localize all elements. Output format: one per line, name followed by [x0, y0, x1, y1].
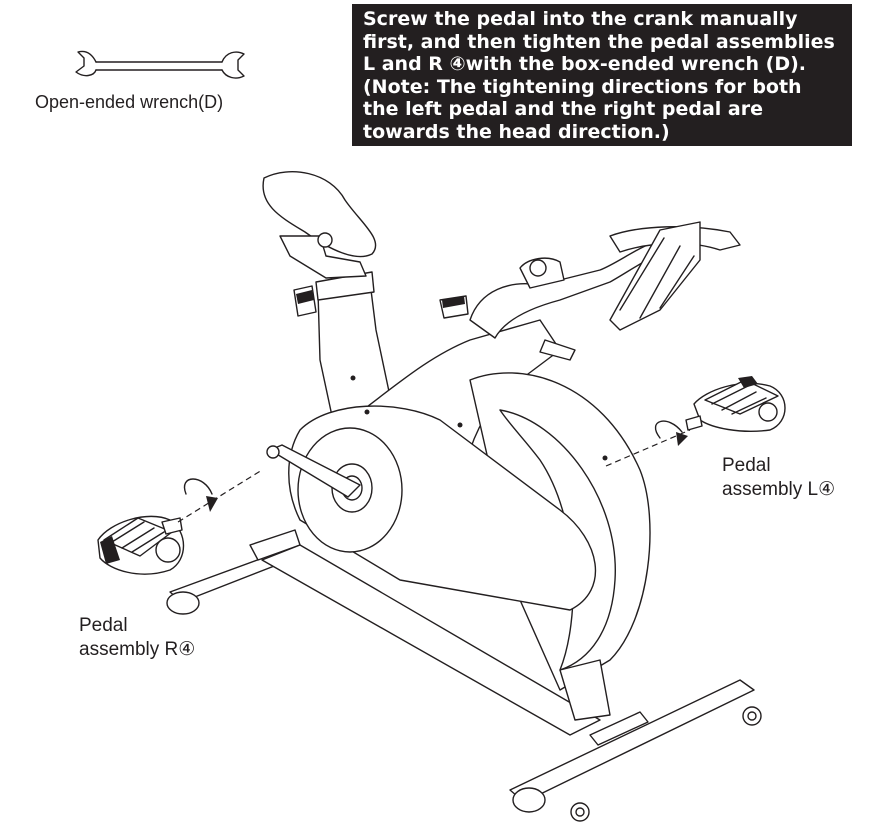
crank-pedal-hole	[266, 445, 280, 459]
open-ended-wrench-icon	[75, 50, 245, 79]
tool-label: Open-ended wrench(D)	[35, 92, 224, 112]
instruction-box: Screw the pedal into the crank manually …	[352, 4, 852, 146]
frame-bolts	[350, 375, 608, 461]
pedal-left-icon	[685, 376, 786, 432]
pedal-right-label-line2: assembly R④	[79, 639, 196, 660]
seat-adjust-knob	[293, 285, 317, 317]
instruction-line: towards the head direction.)	[363, 120, 670, 143]
instruction-line: first, and then tighten the pedal assemb…	[363, 30, 835, 53]
base-rail	[261, 544, 601, 736]
front-stabilizer	[509, 679, 762, 822]
insertion-line-left	[605, 429, 691, 467]
pedal-left-label-line2: assembly L④	[722, 479, 836, 500]
pedal-right-label-line1: Pedal	[79, 615, 128, 636]
rotation-arrow-left-icon	[654, 420, 688, 446]
pedal-left-label: Pedal assembly L④	[722, 454, 835, 502]
instruction-line: (Note: The tightening directions for bot…	[363, 75, 802, 98]
crank-arm	[269, 444, 361, 498]
instruction-line: L and R ④with the box-ended wrench (D).	[363, 53, 807, 75]
instruction-line: Screw the pedal into the crank manually	[363, 8, 798, 30]
pedal-right-label: Pedal assembly R④	[79, 614, 195, 662]
instruction-line: the left pedal and the right pedal are	[363, 98, 764, 120]
pedal-left-label-line1: Pedal	[722, 455, 771, 476]
handlebar-adjust-knob	[439, 295, 469, 319]
rear-stabilizer	[166, 529, 301, 615]
rotation-arrow-right-icon	[183, 478, 218, 512]
insertion-line-right	[177, 469, 263, 523]
saddle	[262, 171, 377, 279]
pedal-right-icon	[97, 515, 185, 575]
handlebar	[469, 221, 741, 361]
